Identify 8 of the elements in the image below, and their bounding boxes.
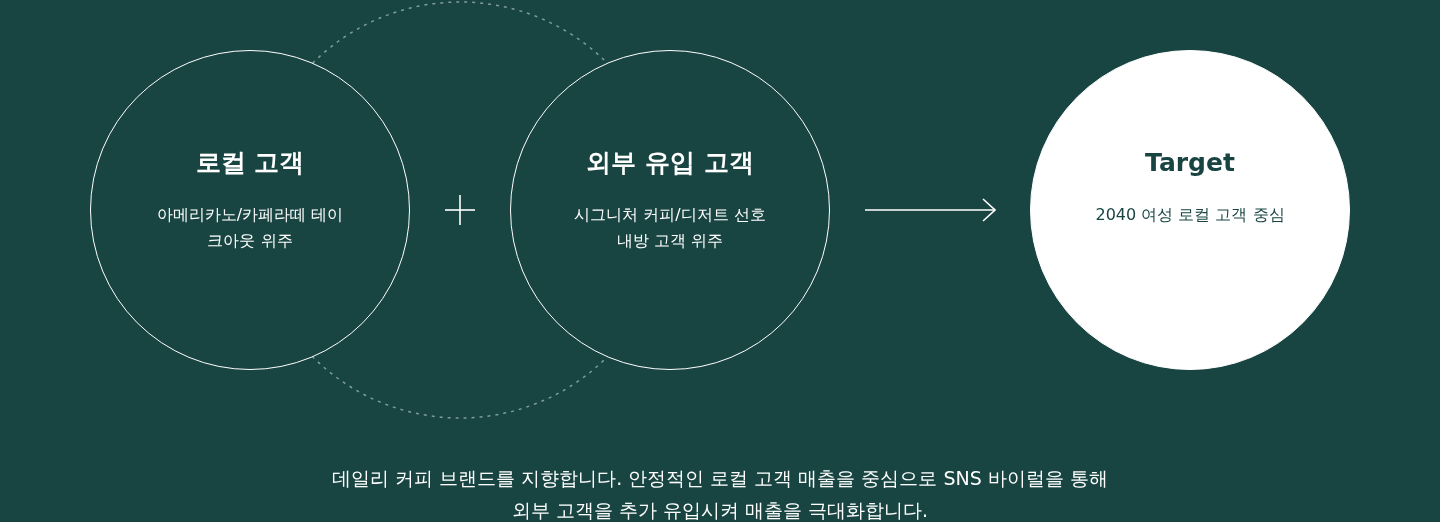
arrow [864,198,996,222]
circle-description: 시그니처 커피/디저트 선호 내방 고객 위주 [573,204,767,252]
circle-description: 아메리카노/카페라떼 테이크아웃 위주 [155,204,345,252]
circle-heading: 로컬 고객 [194,147,306,179]
circle-heading: 외부 유입 고객 [585,147,755,179]
circle-description: 2040 여성 로컬 고객 중심 [1094,204,1286,226]
caption: 데일리 커피 브랜드를 지향합니다. 안정적인 로컬 고객 매출을 중심으로 SNS 바이럴을 통해 외부 고객을 추가 유입시켜 매출을 극대화합니다. [331,466,1109,522]
circle-heading: Target [1144,147,1236,179]
